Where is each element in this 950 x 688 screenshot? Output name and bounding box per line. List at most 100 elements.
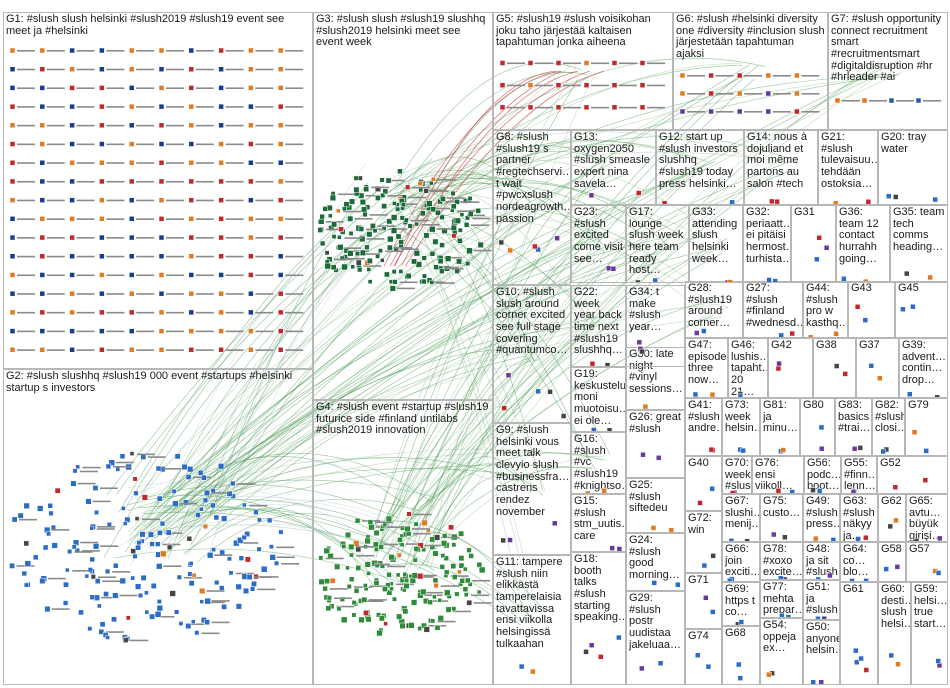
node-label — [380, 543, 399, 546]
node-label — [201, 632, 220, 635]
node-marker — [227, 556, 232, 562]
node-marker — [9, 47, 16, 54]
node-label — [163, 565, 182, 568]
node-marker — [366, 231, 373, 238]
node-marker — [248, 159, 254, 166]
node-label — [386, 179, 405, 182]
node-label — [411, 528, 430, 530]
node-label — [744, 93, 763, 95]
node-marker — [465, 261, 471, 267]
node-marker — [358, 226, 365, 232]
node-marker — [421, 519, 428, 526]
node-marker — [317, 227, 324, 233]
node-marker — [158, 178, 165, 185]
node-marker — [69, 103, 75, 110]
node-label — [115, 461, 134, 464]
node-marker — [370, 223, 376, 229]
node-label — [17, 124, 35, 127]
node-marker — [219, 585, 225, 591]
node-marker — [429, 225, 436, 233]
node-marker — [158, 159, 165, 166]
node-label — [343, 210, 362, 213]
node-marker — [765, 108, 772, 115]
group-nodes — [697, 486, 715, 506]
node-marker — [92, 543, 100, 550]
node-marker — [99, 621, 106, 628]
node-marker — [63, 581, 69, 588]
node-marker — [248, 347, 254, 353]
node-marker — [244, 556, 251, 563]
node-label — [772, 75, 791, 77]
node-marker — [923, 448, 929, 454]
node-label — [285, 106, 304, 108]
node-marker — [376, 629, 383, 637]
node-label — [225, 87, 244, 90]
node-marker — [421, 278, 427, 285]
node-label — [255, 293, 274, 295]
node-label — [184, 576, 203, 579]
node-label — [51, 529, 70, 531]
node-marker — [188, 580, 195, 587]
group-nodes — [855, 534, 869, 541]
node-marker — [429, 544, 436, 550]
node-marker — [776, 360, 782, 367]
node-label — [255, 311, 274, 314]
node-label — [136, 293, 155, 295]
node-marker — [583, 104, 590, 111]
node-marker — [697, 500, 703, 506]
node-marker — [476, 589, 482, 595]
group-g32: G32: periaatt… ei pitäisi hermost… turhi… — [743, 205, 791, 283]
group-nodes — [636, 339, 645, 355]
node-marker — [218, 141, 224, 147]
node-marker — [412, 557, 418, 563]
group-g67: G67: slushi… menij… — [722, 494, 760, 542]
node-marker — [324, 262, 331, 270]
node-label — [715, 93, 734, 95]
node-label — [136, 180, 155, 183]
node-marker — [188, 272, 195, 278]
node-marker — [398, 239, 404, 245]
node-marker — [253, 509, 259, 515]
node-marker — [134, 583, 142, 590]
node-marker — [530, 668, 536, 675]
node-label — [255, 330, 274, 333]
node-marker — [11, 516, 18, 523]
group-label: G47: episode three now… — [688, 339, 727, 386]
group-nodes — [935, 658, 943, 669]
node-marker — [218, 309, 224, 316]
node-marker — [335, 208, 341, 214]
group-nodes — [853, 647, 870, 673]
node-marker — [883, 566, 889, 572]
group-label: G12: start up #slush investors slushhq #… — [659, 131, 741, 190]
node-marker — [188, 309, 195, 316]
node-marker — [457, 227, 463, 233]
node-marker — [661, 200, 668, 204]
node-label — [225, 68, 244, 71]
group-g22: G22: week year back time next #slush19 s… — [571, 285, 626, 367]
node-marker — [814, 256, 820, 263]
group-label: G72: win — [688, 512, 715, 536]
node-marker — [385, 515, 393, 522]
group-label: G66: join exciti… — [725, 543, 760, 579]
node-marker — [423, 188, 429, 194]
node-label — [325, 557, 344, 560]
node-label — [136, 218, 155, 220]
group-label: G16: #slush #vc #slush19 #knightso… cast… — [574, 433, 625, 493]
node-marker — [351, 612, 357, 618]
node-marker — [149, 541, 155, 547]
group-nodes — [888, 652, 901, 667]
node-marker — [144, 609, 150, 615]
node-marker — [348, 576, 355, 582]
node-marker — [910, 303, 916, 310]
node-marker — [278, 529, 284, 535]
node-label — [46, 274, 65, 277]
node-marker — [463, 222, 470, 228]
node-label — [354, 218, 373, 220]
node-label — [46, 68, 65, 71]
node-marker — [69, 85, 75, 91]
node-marker — [158, 197, 165, 203]
node-label — [285, 87, 304, 90]
group-label: G29: #slush postr uudistaa jakeluaa… — [629, 592, 681, 651]
node-marker — [428, 180, 434, 186]
node-marker — [277, 216, 284, 222]
